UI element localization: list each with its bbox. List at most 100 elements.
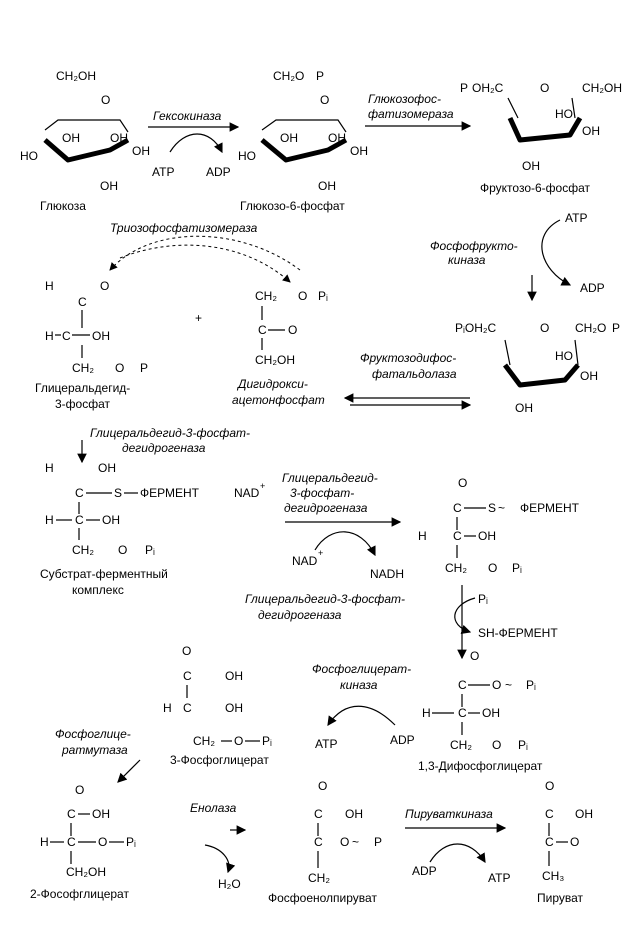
pg3-o2: O — [234, 734, 243, 748]
glucose-ring-front — [43, 137, 130, 163]
complex-c2: C — [75, 513, 84, 527]
pgm-label-2: ратмутаза — [61, 743, 128, 757]
gap-label-2: 3-фосфат — [55, 397, 111, 411]
gpi-label-1: Глюкозофос- — [368, 92, 441, 106]
acyl-tilde: ~ — [498, 501, 505, 515]
gap-p: P — [140, 361, 148, 375]
glucose-ring-back — [44, 119, 129, 133]
pep-oh: OH — [345, 807, 363, 821]
f6p-oh-2: OH — [522, 159, 540, 173]
pg3-o: O — [182, 644, 191, 658]
f16bp-ch2o: CH₂O — [575, 321, 606, 335]
g6p-oh-4: OH — [350, 144, 368, 158]
pg3-p: Pᵢ — [262, 734, 272, 748]
gap-c: C — [78, 295, 87, 309]
g6p-structure: CH₂O P O OH OH HO OH OH Глюкозо-6-фосфат — [238, 69, 368, 213]
acyl-c: C — [453, 501, 462, 515]
glucose-oh-2: OH — [62, 131, 80, 145]
dhap-label-2: ацетонфосфат — [232, 393, 325, 407]
pyr-c: C — [545, 807, 554, 821]
complex-enzyme: ФЕРМЕНТ — [140, 486, 200, 500]
acyl-enzyme: ФЕРМЕНТ — [520, 501, 580, 515]
pep-o2: O — [340, 835, 349, 849]
dhap-ch2: CH₂ — [255, 289, 277, 303]
acyl-enzyme-structure: O C S ~ ФЕРМЕНТ H C OH CH₂ O Pᵢ — [418, 476, 580, 575]
pyr-o2: O — [570, 835, 579, 849]
pk-step: Пируваткиназа ADP ATP — [405, 807, 510, 885]
tpi-arrow-left — [109, 235, 301, 271]
complex-nad-plus: + — [260, 481, 265, 491]
f6p-oh2c: OH₂C — [472, 81, 504, 95]
gap-h: H — [45, 279, 54, 293]
pg2-o2: O — [98, 835, 107, 849]
g6p-ch2o: CH₂O — [273, 69, 304, 83]
complex-p: Pᵢ — [145, 543, 155, 557]
g6p-ring-back — [261, 119, 347, 133]
acyl-p: Pᵢ — [512, 561, 522, 575]
acyl-o: O — [458, 476, 467, 490]
gapdh-b-label-3: дегидрогеназа — [284, 501, 368, 515]
pg2-label: 2-Фософглицерат — [30, 887, 129, 901]
enolase-step: Енолаза H₂O — [190, 801, 247, 891]
f6p-ho: HO — [555, 107, 573, 121]
gapdh-c-label-2: дегидрогеназа — [258, 608, 342, 622]
gap-ch2: CH₂ — [72, 361, 94, 375]
pg2-structure: O C OH H C O Pᵢ CH₂OH 2-Фософглицерат — [30, 783, 136, 901]
pep-c: C — [314, 807, 323, 821]
enolase-label: Енолаза — [190, 801, 237, 815]
pyruvate-structure: O C OH C O CH₃ Пируват — [537, 779, 593, 905]
pfk-label-1: Фосфофрукто- — [430, 239, 518, 253]
gap-c2: C — [62, 329, 71, 343]
adp-3: ADP — [390, 733, 415, 747]
pgk-arrow — [327, 705, 396, 726]
pyr-ch3: CH₃ — [542, 869, 564, 883]
f16bp-p: P — [612, 321, 620, 335]
complex-ch2: CH₂ — [72, 543, 94, 557]
atp-4: ATP — [488, 871, 510, 885]
pfk-step: ATP Фосфофрукто- киназа ADP — [430, 211, 605, 302]
pyruvate-label: Пируват — [537, 891, 584, 905]
bpg-c: C — [458, 678, 467, 692]
complex-nad: NAD — [234, 486, 260, 500]
plus-sign: + — [195, 311, 202, 325]
glucose-oh-3: OH — [110, 131, 128, 145]
f6p-p: P — [460, 81, 468, 95]
pg3-label: 3-Фосфоглицерат — [170, 753, 269, 767]
pk-label: Пируваткиназа — [405, 807, 493, 821]
f6p-oh-1: OH — [582, 124, 600, 138]
gap-o2: O — [115, 361, 124, 375]
aldolase-label-1: Фруктозодифос- — [360, 351, 456, 365]
acyl-oh: OH — [478, 529, 496, 543]
dhap-o: O — [298, 289, 307, 303]
f16bp-structure: PᵢOH₂C O CH₂O P HO OH OH — [455, 321, 620, 415]
pg3-oh2: OH — [225, 701, 243, 715]
f6p-ring-front — [507, 116, 583, 143]
f6p-label: Фруктозо-6-фосфат — [480, 181, 590, 195]
gap-o: O — [100, 279, 109, 293]
f16bp-ring-back — [504, 339, 579, 366]
bpg-structure: O C O ~ Pᵢ H C OH CH₂ O Pᵢ 1,3-Дифосфогл… — [418, 649, 543, 773]
sh-enzyme: SH-ФЕРМЕНТ — [478, 626, 558, 640]
bpg-o2: O — [492, 678, 501, 692]
f16bp-o: O — [540, 321, 549, 335]
pep-label: Фосфоенолпируват — [268, 891, 377, 905]
gapdh-a-label-1: Глицеральдегид-3-фосфат- — [90, 426, 250, 440]
pfk-cofactor-arrow — [541, 219, 572, 286]
bpg-label: 1,3-Дифосфоглицерат — [418, 759, 543, 773]
f6p-ring-back — [507, 97, 576, 119]
complex-o: O — [118, 543, 127, 557]
pyr-o: O — [545, 779, 554, 793]
tpi-arrow-right — [119, 244, 291, 283]
pgm-arrow — [117, 759, 141, 783]
complex-h2: H — [45, 513, 54, 527]
f16bp-ring-front — [503, 363, 580, 388]
pg2-oh: OH — [92, 807, 110, 821]
pg2-c: C — [67, 807, 76, 821]
adp-atp-curve — [429, 843, 486, 864]
bpg-tilde: ~ — [505, 678, 512, 692]
glucose-structure: CH₂OH O OH OH HO OH OH Глюкоза — [20, 69, 150, 213]
glucose-ho: HO — [20, 149, 38, 163]
aldolase-label-2: фатальдолаза — [372, 367, 457, 381]
nad-nadh-curve — [314, 531, 376, 557]
